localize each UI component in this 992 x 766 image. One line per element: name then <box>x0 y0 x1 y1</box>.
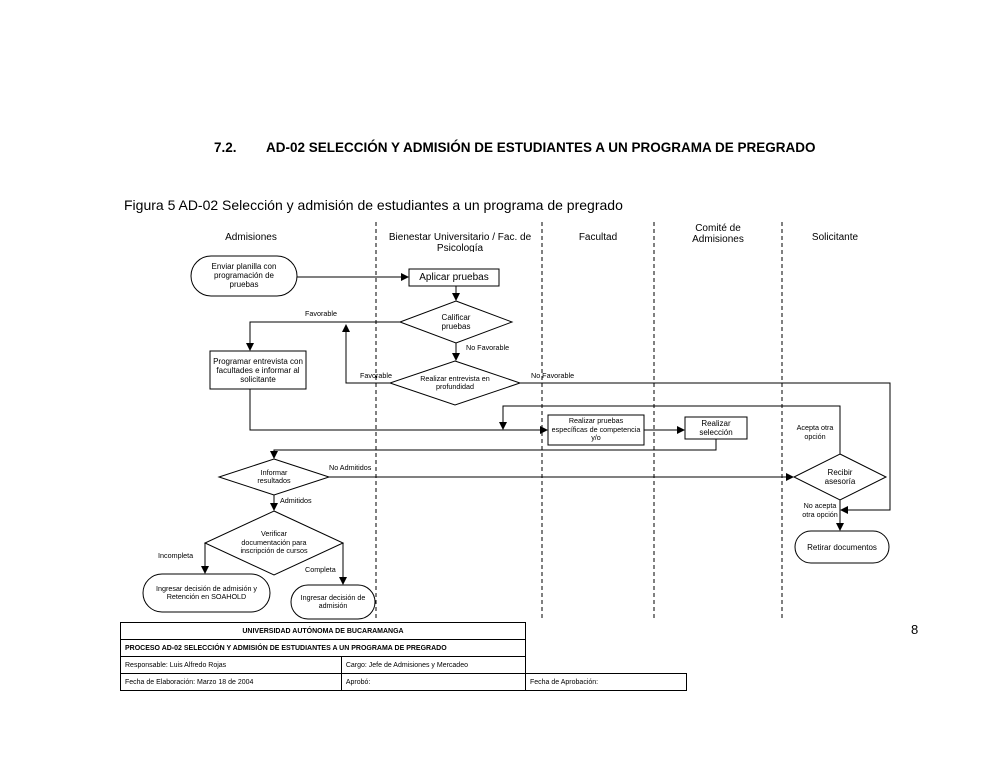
label-admitidos: Admitidos <box>280 496 312 505</box>
footer-row-university: UNIVERSIDAD AUTÓNOMA DE BUCARAMANGA <box>120 622 687 640</box>
enviar-planilla-shape <box>190 255 298 297</box>
lane-separators <box>375 222 783 620</box>
footer-empty-1 <box>526 623 687 640</box>
footer-empty-2 <box>526 640 687 657</box>
arrow-acepta-otra-opcion <box>499 405 841 454</box>
label-no-favorable-2: No Favorable <box>531 371 575 380</box>
node-ingresar-soahold: Ingresar decisión de admisión y Retenció… <box>155 583 258 601</box>
section-title-text: AD-02 SELECCIÓN Y ADMISIÓN DE ESTUDIANTE… <box>266 140 816 155</box>
pruebas-especificas-shape <box>547 414 645 446</box>
node-informar-resultados: Informar resultados <box>257 467 291 485</box>
label-completa: Completa <box>305 565 336 574</box>
footer-cargo: Cargo: Jefe de Admisiones y Mercadeo <box>340 656 527 674</box>
verificar-documentacion-shape <box>203 510 345 576</box>
lane-admisiones: Admisiones <box>225 232 277 243</box>
footer-university: UNIVERSIDAD AUTÓNOMA DE BUCARAMANGA <box>120 622 526 640</box>
footer-aprobo: Aprobó: <box>340 673 527 691</box>
arrow-entrevista-no-favorable <box>520 382 891 514</box>
ingresar-soahold-shape <box>142 573 271 613</box>
arrow-seleccion-informar <box>270 439 717 459</box>
figure-caption: Figura 5 AD-02 Selección y admisión de e… <box>124 197 623 213</box>
aplicar-pruebas-shape <box>408 268 500 287</box>
footer-row-process: PROCESO AD-02 SELECCIÓN Y ADMISIÓN DE ES… <box>120 639 687 657</box>
lane-bienestar: Bienestar Universitario / Fac. de Psicol… <box>388 232 532 252</box>
label-favorable-2: Favorable <box>360 371 392 380</box>
lane-comite: Comité de Admisiones <box>692 223 744 245</box>
node-verificar-documentacion: Verificar documentación para inscripción… <box>240 529 308 556</box>
arrow-programar-pruebas <box>249 389 548 434</box>
footer-row-fechas: Fecha de Elaboración: Marzo 18 de 2004 A… <box>120 673 687 691</box>
label-favorable-1: Favorable <box>305 309 337 318</box>
node-realizar-seleccion: Realizar selección <box>699 419 733 437</box>
label-acepta-otra-opcion: Acepta otra opción <box>796 423 834 441</box>
page-number: 8 <box>911 622 919 637</box>
label-incompleta: Incompleta <box>158 551 194 560</box>
node-pruebas-especificas: Realizar pruebas específicas de competen… <box>551 416 641 443</box>
node-enviar-planilla: Enviar planilla con programación de prue… <box>211 262 277 289</box>
node-retirar-documentos: Retirar documentos <box>807 542 877 552</box>
footer-process: PROCESO AD-02 SELECCIÓN Y ADMISIÓN DE ES… <box>120 639 526 657</box>
node-aplicar-pruebas: Aplicar pruebas <box>419 272 489 283</box>
footer-row-responsable: Responsable: Luis Alfredo Rojas Cargo: J… <box>120 656 687 674</box>
realizar-entrevista-shape <box>388 360 522 406</box>
footer-empty-3 <box>526 657 687 674</box>
node-recibir-asesoria: Recibir asesoría <box>824 468 856 486</box>
lane-facultad: Facultad <box>578 232 618 243</box>
footer-table: UNIVERSIDAD AUTÓNOMA DE BUCARAMANGA PROC… <box>120 622 687 691</box>
node-calificar-pruebas: Calificar pruebas <box>441 313 471 331</box>
arrow-entrevista-favorable <box>342 324 390 384</box>
label-no-acepta-otra-opcion: No acepta otra opción <box>802 501 838 519</box>
label-no-favorable-1: No Favorable <box>466 343 510 352</box>
node-realizar-entrevista: Realizar entrevista en profundidad <box>420 373 490 391</box>
node-programar-entrevista: Programar entrevista con facultades e in… <box>213 356 303 384</box>
ingresar-admision-shape <box>290 584 376 620</box>
label-no-admitidos: No Admitidos <box>329 463 372 472</box>
section-number: 7.2. <box>214 140 237 155</box>
section-title: 7.2. AD-02 SELECCIÓN Y ADMISIÓN DE ESTUDI… <box>214 140 816 155</box>
programar-entrevista-shape <box>209 350 307 390</box>
node-ingresar-admision: Ingresar decisión de admisión <box>300 592 366 610</box>
retirar-documentos-shape <box>794 530 890 564</box>
footer-fecha-elaboracion: Fecha de Elaboración: Marzo 18 de 2004 <box>120 673 342 691</box>
lane-solicitante: Solicitante <box>811 232 859 243</box>
footer-responsable: Responsable: Luis Alfredo Rojas <box>120 656 342 674</box>
footer-fecha-aprobacion: Fecha de Aprobación: <box>525 673 687 691</box>
arrow-calificar-programar <box>246 321 400 351</box>
